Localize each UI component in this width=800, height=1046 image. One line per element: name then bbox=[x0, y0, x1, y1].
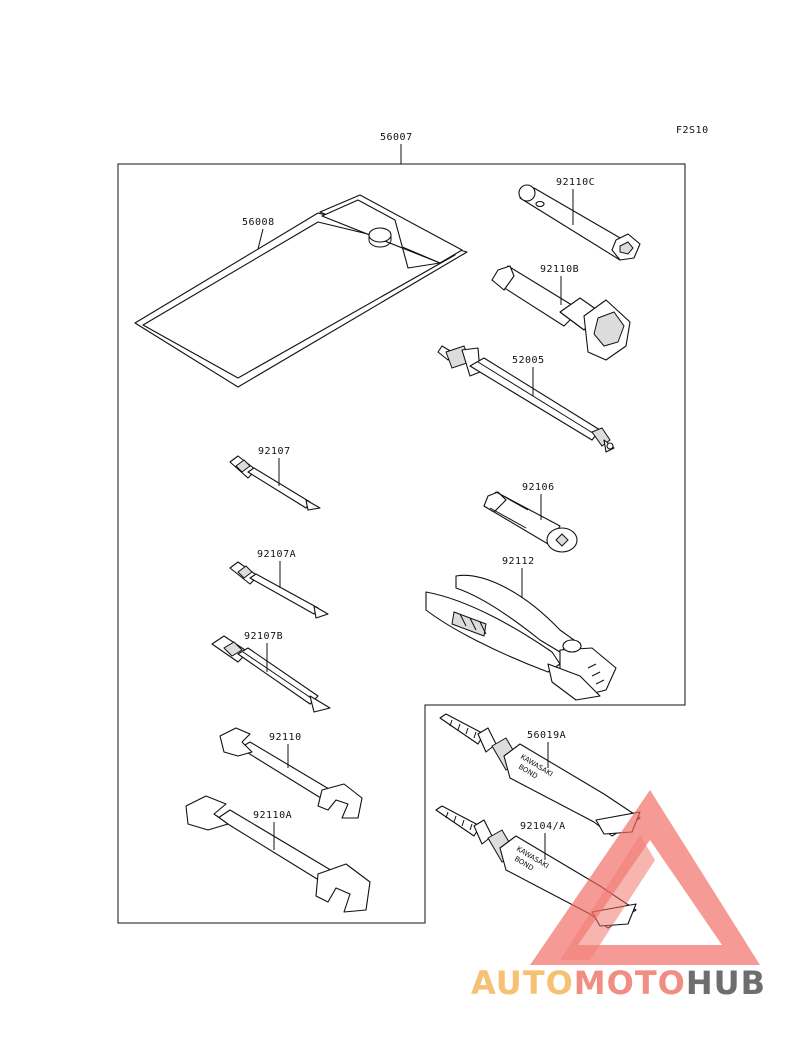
screwdriver-bit-a-label: 92107A bbox=[257, 549, 296, 560]
open-wrench-label: 92110 bbox=[269, 732, 302, 743]
pliers bbox=[425, 574, 617, 701]
box-wrench-c bbox=[518, 184, 641, 261]
socket-adapter-label: 92106 bbox=[522, 482, 555, 493]
screwdriver-handle-label: 52005 bbox=[512, 355, 545, 366]
bond-tube-2-label: 92104/A bbox=[520, 821, 566, 832]
box-wrench-b-label: 92110B bbox=[540, 264, 579, 275]
screwdriver-bit bbox=[229, 455, 321, 511]
svg-text:AUTOMOTOHUB: AUTOMOTOHUB bbox=[471, 964, 766, 1002]
open-wrench-a bbox=[185, 795, 371, 913]
bond-tube-1-label: 56019A bbox=[527, 730, 566, 741]
socket-adapter bbox=[483, 491, 578, 553]
tool-bag-leader bbox=[257, 228, 264, 250]
screwdriver-bit-label: 92107 bbox=[258, 446, 291, 457]
box-wrench-b bbox=[491, 265, 631, 361]
tool-bag-label: 56008 bbox=[242, 217, 275, 228]
open-wrench-a-label: 92110A bbox=[253, 810, 292, 821]
pliers-label: 92112 bbox=[502, 556, 535, 567]
screwdriver-bit-b bbox=[211, 635, 331, 713]
screwdriver-bit-b-label: 92107B bbox=[244, 631, 283, 642]
assembly-label: 56007 bbox=[380, 132, 413, 143]
bond-tube-1: KAWASAKI BOND bbox=[439, 713, 641, 837]
screwdriver-handle bbox=[437, 345, 615, 453]
figure-code: F2S10 bbox=[676, 125, 709, 136]
watermark-part-auto: AUTO bbox=[471, 964, 574, 1002]
open-wrench bbox=[219, 727, 363, 819]
screwdriver-bit-a bbox=[229, 561, 329, 619]
watermark-part-moto: MOTO bbox=[574, 964, 686, 1002]
box-wrench-c-label: 92110C bbox=[556, 177, 595, 188]
watermark-logo: AUTOMOTOHUB bbox=[471, 790, 766, 1002]
watermark-part-hub: HUB bbox=[686, 964, 766, 1002]
assembly-frame bbox=[117, 163, 686, 924]
tool-bag bbox=[134, 194, 468, 388]
